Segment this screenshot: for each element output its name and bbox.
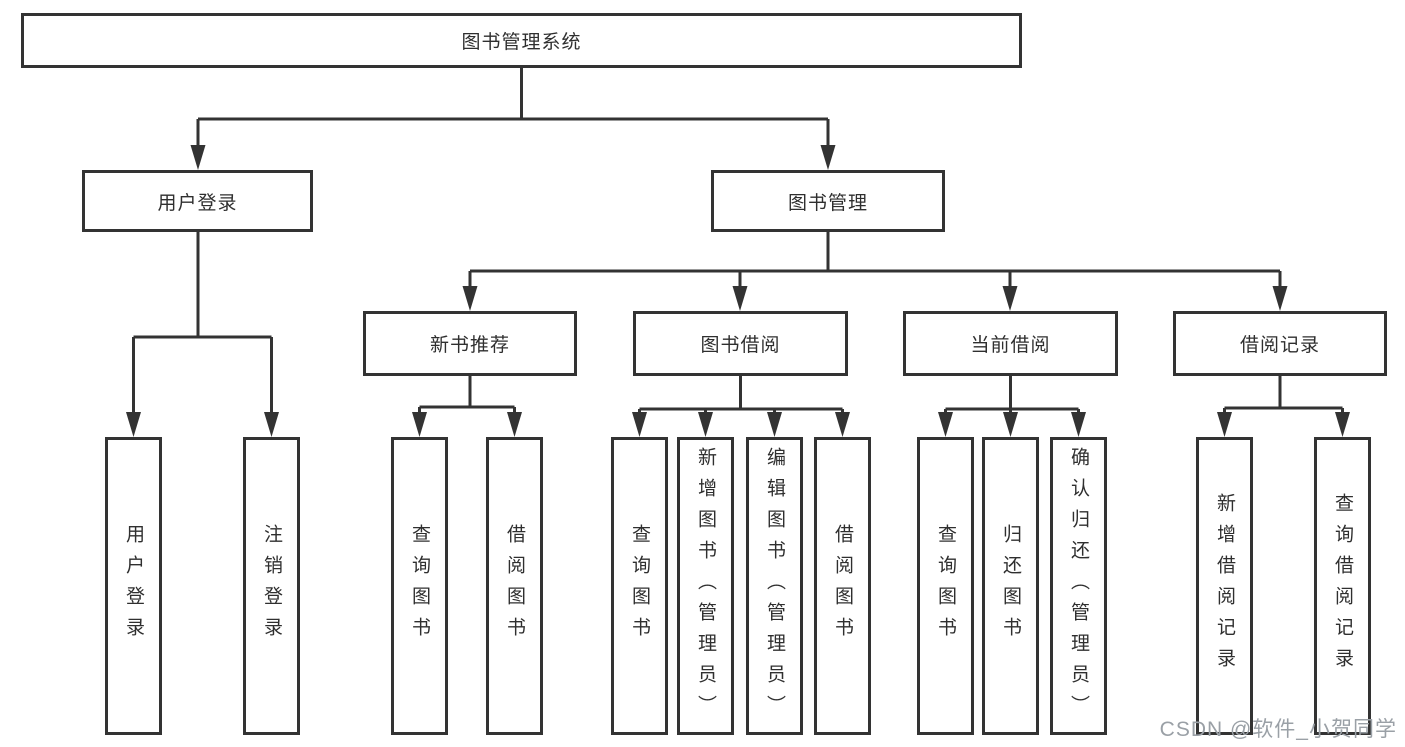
leaf-borrow-query-books: 查询图书: [611, 437, 668, 735]
connector-book-borrowing-to-leaves: [632, 376, 850, 437]
node-new-book-recommend: 新书推荐: [363, 311, 577, 376]
leaf-label: 确认归还（管理员）: [1068, 446, 1089, 726]
node-label: 图书管理: [787, 192, 868, 214]
connector-current-borrowing-to-leaves: [938, 376, 1086, 437]
leaf-user-login: 用户登录: [105, 437, 162, 735]
connector-book-management-to-level3: [462, 232, 1288, 311]
arrowhead: [412, 412, 427, 437]
leaf-label: 编辑图书（管理员）: [764, 446, 785, 726]
leaf-current-confirm-return-admin: 确认归还（管理员）: [1050, 437, 1107, 735]
arrowhead: [732, 286, 748, 311]
arrowhead: [698, 412, 713, 437]
leaf-label: 借阅图书: [504, 524, 525, 648]
arrowhead: [820, 145, 836, 170]
leaf-label: 用户登录: [123, 524, 144, 648]
arrowhead: [1071, 412, 1086, 437]
arrowhead: [835, 412, 850, 437]
leaf-newbooks-borrow-books: 借阅图书: [486, 437, 543, 735]
node-label: 当前借阅: [970, 335, 1051, 356]
leaf-logout: 注销登录: [243, 437, 300, 735]
connector-new-book-recommend-to-leaves: [412, 376, 522, 437]
leaf-records-query-record: 查询借阅记录: [1314, 437, 1371, 735]
node-label: 用户登录: [157, 192, 238, 214]
node-label: 借阅记录: [1239, 335, 1320, 356]
leaf-label: 注销登录: [261, 524, 282, 648]
leaf-label: 查询图书: [629, 524, 650, 648]
leaf-label: 新增图书（管理员）: [695, 446, 716, 726]
leaf-current-query-books: 查询图书: [917, 437, 974, 735]
arrowhead: [632, 412, 647, 437]
arrowhead: [264, 412, 279, 437]
leaf-label: 新增借阅记录: [1214, 493, 1235, 679]
leaf-borrow-edit-books-admin: 编辑图书（管理员）: [746, 437, 803, 735]
node-book-borrowing: 图书借阅: [633, 311, 848, 376]
node-user-login: 用户登录: [82, 170, 313, 232]
leaf-borrow-borrow-books: 借阅图书: [814, 437, 871, 735]
node-label: 新书推荐: [429, 335, 510, 356]
arrowhead: [767, 412, 782, 437]
node-current-borrowing: 当前借阅: [903, 311, 1118, 376]
leaf-label: 借阅图书: [832, 524, 853, 648]
node-book-management: 图书管理: [711, 170, 945, 232]
arrowhead: [1003, 412, 1018, 437]
node-label: 图书管理系统: [461, 32, 582, 53]
arrowhead: [1002, 286, 1018, 311]
csdn-watermark: CSDN @软件_小贺同学: [1159, 718, 1397, 741]
arrowhead: [1335, 412, 1350, 437]
leaf-label: 归还图书: [1000, 524, 1021, 648]
node-library-system: 图书管理系统: [21, 13, 1022, 68]
arrowhead: [507, 412, 522, 437]
leaf-label: 查询图书: [409, 524, 430, 648]
connector-user-login-to-leaves: [126, 232, 279, 437]
arrowhead: [126, 412, 141, 437]
arrowhead: [462, 286, 478, 311]
connector-root-to-level2: [190, 68, 836, 170]
arrowhead: [938, 412, 953, 437]
arrowhead: [1272, 286, 1288, 311]
leaf-borrow-add-books-admin: 新增图书（管理员）: [677, 437, 734, 735]
leaf-label: 查询借阅记录: [1332, 493, 1353, 679]
arrowhead: [1217, 412, 1232, 437]
arrowhead: [190, 145, 206, 170]
leaf-newbooks-query-books: 查询图书: [391, 437, 448, 735]
node-borrowing-records: 借阅记录: [1173, 311, 1387, 376]
leaf-label: 查询图书: [935, 524, 956, 648]
leaf-records-add-record: 新增借阅记录: [1196, 437, 1253, 735]
leaf-current-return-books: 归还图书: [982, 437, 1039, 735]
connector-borrowing-records-to-leaves: [1217, 376, 1350, 437]
node-label: 图书借阅: [700, 335, 781, 356]
